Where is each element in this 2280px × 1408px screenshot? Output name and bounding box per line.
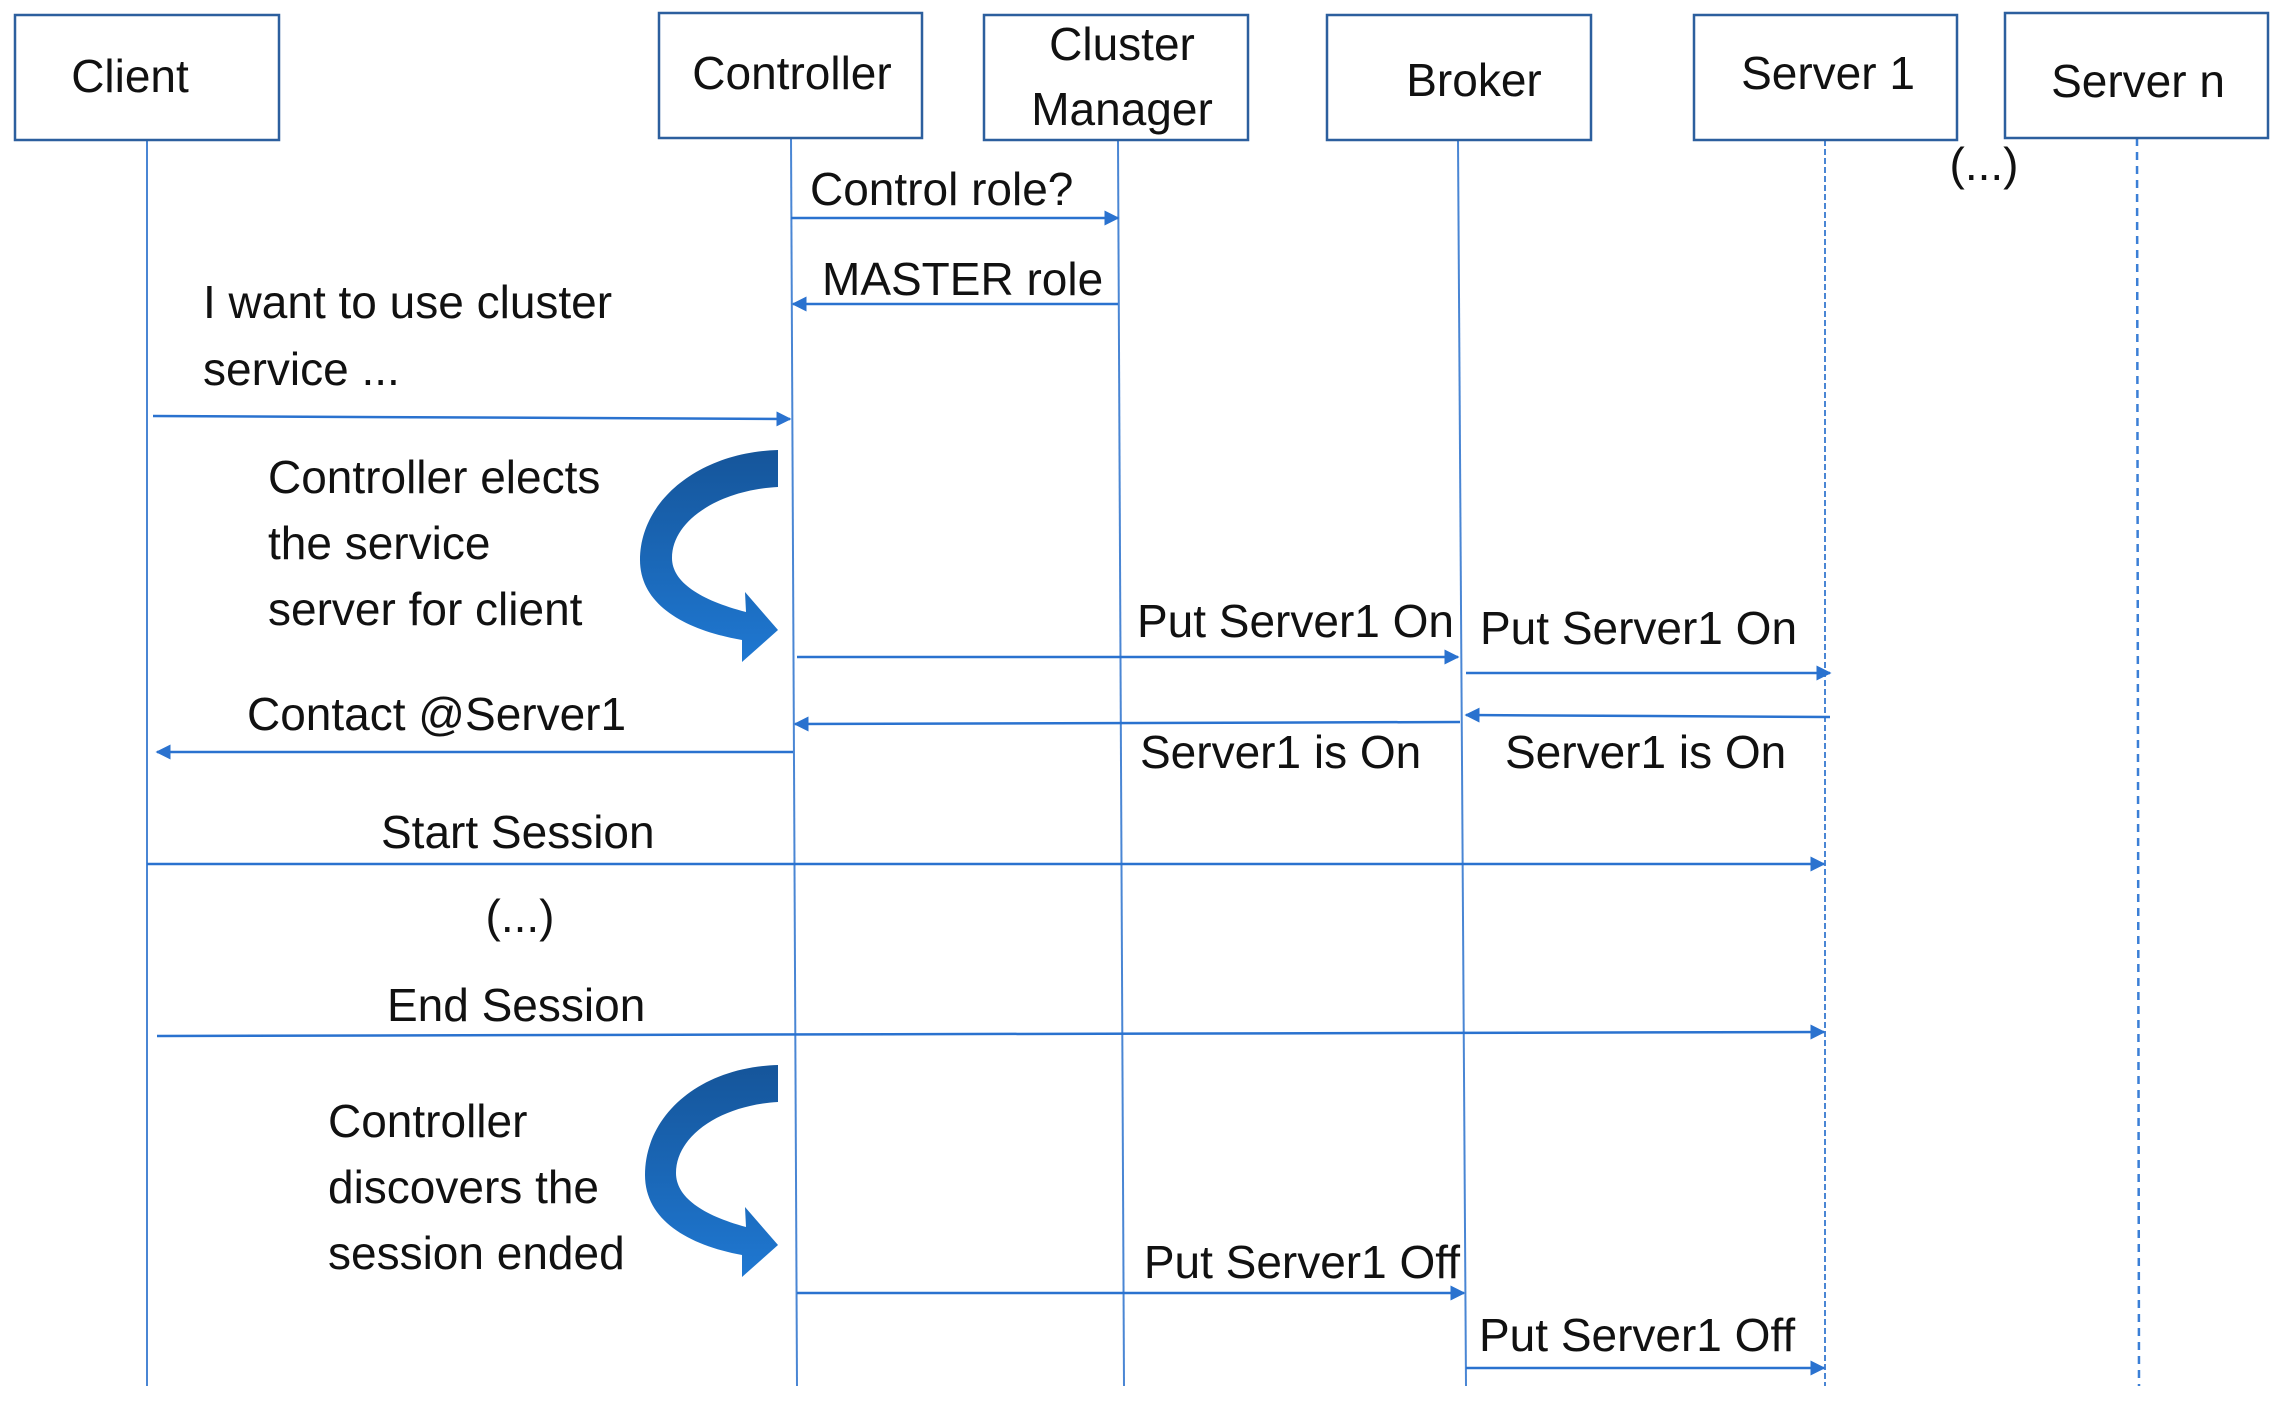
discover-note-line2: discovers the xyxy=(328,1161,599,1213)
controller-lifeline xyxy=(790,137,798,1387)
is-on-broker-label: Server1 is On xyxy=(1140,726,1421,778)
participant-server1: Server 1 xyxy=(1692,13,1959,142)
session-ellipsis: (...) xyxy=(486,890,555,942)
cluster-manager-lifeline xyxy=(1117,139,1125,1387)
elect-note-line2: the service xyxy=(268,517,490,569)
put-on-server-label: Put Server1 On xyxy=(1480,602,1797,654)
master-role-label: MASTER role xyxy=(822,253,1103,305)
control-role-label: Control role? xyxy=(810,163,1073,215)
servern-lifeline xyxy=(2135,137,2141,1387)
participant-servern: Server n xyxy=(2003,11,2270,140)
request-label-line1: I want to use cluster xyxy=(203,276,612,328)
elect-note-line1: Controller elects xyxy=(268,451,600,503)
participant-label: Broker xyxy=(1406,54,1541,106)
end-session-arrow xyxy=(156,1024,1826,1040)
participant-label: Manager xyxy=(1031,83,1213,135)
put-off-broker-label: Put Server1 Off xyxy=(1144,1236,1460,1288)
curved-arrow-icon xyxy=(640,450,778,662)
curved-arrow-icon xyxy=(645,1065,778,1277)
end-session-label: End Session xyxy=(387,979,645,1031)
start-session-label: Start Session xyxy=(381,806,655,858)
is-on-server-arrow xyxy=(1464,707,1831,723)
participant-label: Server n xyxy=(2051,55,2225,107)
participant-label: Cluster xyxy=(1049,18,1195,70)
request-label-line2: service ... xyxy=(203,343,400,395)
put-on-broker-label: Put Server1 On xyxy=(1137,595,1454,647)
participant-broker: Broker xyxy=(1325,13,1593,142)
put-off-server-label: Put Server1 Off xyxy=(1479,1309,1795,1361)
request-arrow xyxy=(152,411,792,427)
participant-label: Client xyxy=(71,50,189,102)
elect-note-line3: server for client xyxy=(268,583,583,635)
discover-note-line1: Controller xyxy=(328,1095,527,1147)
discover-note-line3: session ended xyxy=(328,1227,625,1279)
contact-label: Contact @Server1 xyxy=(247,688,626,740)
is-on-broker-arrow xyxy=(793,716,1461,732)
participant-client: Client xyxy=(13,13,281,142)
participant-controller: Controller xyxy=(657,11,924,140)
participant-label: Server 1 xyxy=(1741,47,1915,99)
participant-cluster-manager: Cluster Manager xyxy=(982,13,1250,142)
participant-label: Controller xyxy=(692,47,891,99)
is-on-server-label: Server1 is On xyxy=(1505,726,1786,778)
servers-ellipsis: (...) xyxy=(1950,138,2019,190)
broker-lifeline xyxy=(1457,139,1467,1387)
